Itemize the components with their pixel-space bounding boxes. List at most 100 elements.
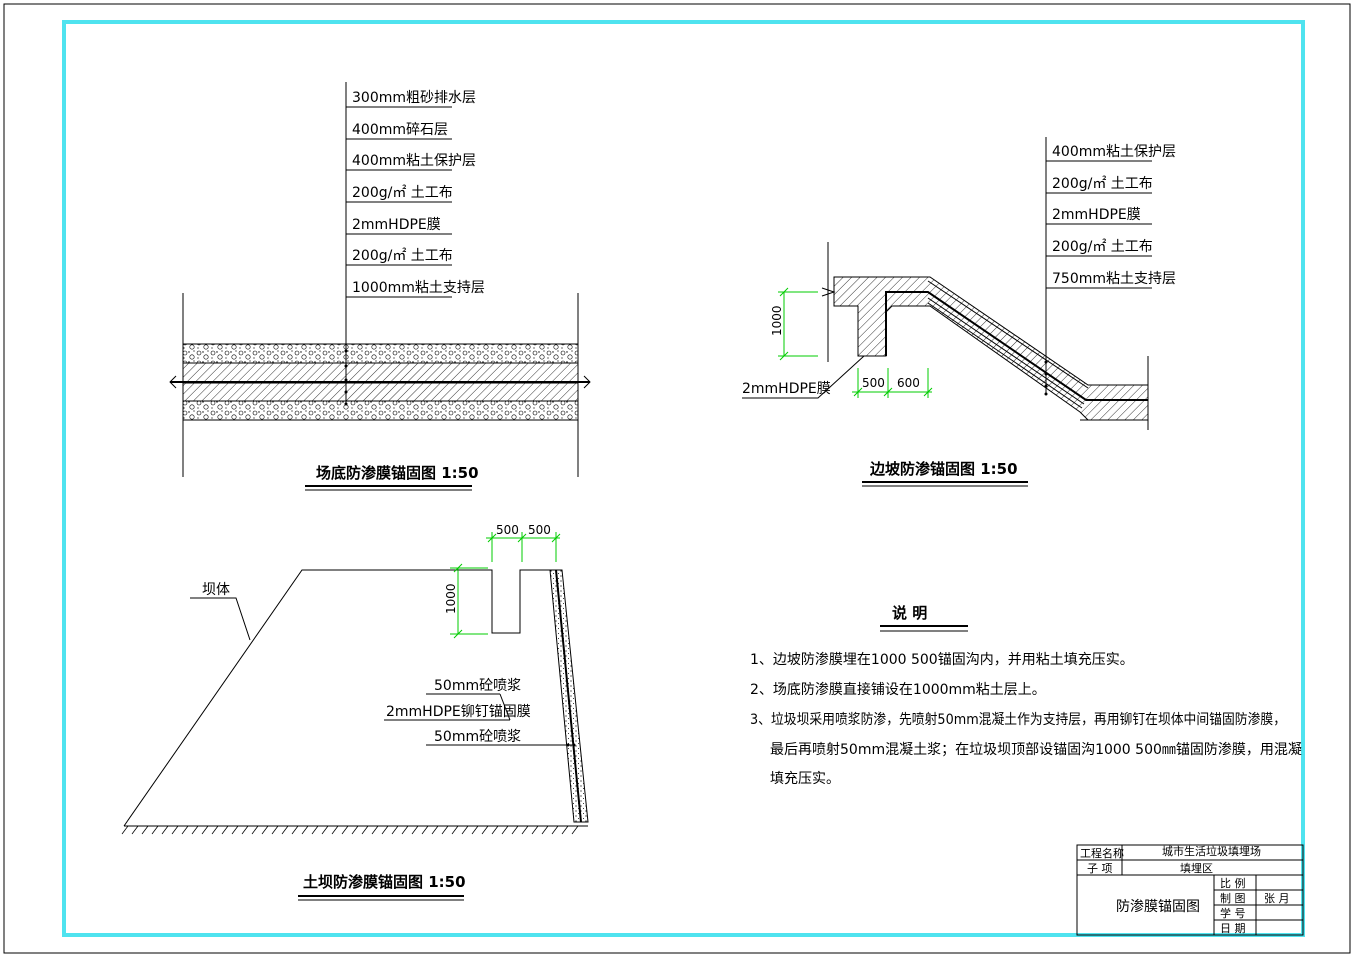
floor-layer-4: 200g/㎡ 土工布 [352,185,453,201]
dam-dim-height [450,563,488,639]
ground-hatch-tick [241,825,249,835]
dam-anchor-detail: 500 500 1000 坝体 50mm砼喷浆 2mmHDPE铆钉锚固膜 50m… [121,523,589,901]
ground-hatch-tick [331,825,339,835]
floor-layer-3: 400mm粘土保护层 [352,153,476,169]
ground-hatch-tick [261,825,269,835]
ground-hatch-tick [441,825,449,835]
notes-heading: 说 明 [892,604,927,622]
dam-dim-b: 500 [528,523,551,537]
note-4: 最后再喷射50mm混凝土浆；在垃圾坝顶部设锚固沟1000 500㎜锚固防渗膜，用… [770,742,1302,758]
ground-hatch-tick [411,825,419,835]
ground-hatch-tick [521,825,529,835]
slope-layer-lines [1046,160,1152,289]
tb-project-value: 城市生活垃圾填埋场 [1162,844,1261,858]
dam-dim-width [486,532,561,562]
floor-layer-6: 200g/㎡ 土工布 [352,248,453,264]
ground-hatch-tick [251,825,259,835]
ground-hatch-tick [221,825,229,835]
ground-hatch-tick [281,825,289,835]
note-2: 2、场底防渗膜直接铺设在1000mm粘土层上。 [750,681,1046,698]
ground-hatch-tick [401,825,409,835]
ground-hatch-tick [541,825,549,835]
ground-hatch-tick [161,825,169,835]
slope-anchor-detail: 400mm粘土保护层 200g/㎡ 土工布 2mmHDPE膜 200g/㎡ 土工… [742,137,1176,487]
floor-layer-2: 400mm碎石层 [352,122,448,138]
tb-project-label: 工程名称 [1080,846,1124,860]
ground-hatch-tick [571,825,579,835]
slope-dim-width [852,368,933,398]
dam-layer-3: 50mm砼喷浆 [434,729,521,745]
note-5: 填充压实。 [770,771,840,787]
tb-scale-label: 比 例 [1220,876,1246,890]
slope-layer-3: 2mmHDPE膜 [1052,207,1141,223]
sheet-frame [3,3,1351,954]
dam-detail-title: 土坝防渗膜锚固图 1:50 [303,873,466,891]
ground-hatch-tick [311,825,319,835]
slope-layer-2: 200g/㎡ 土工布 [1052,176,1153,192]
tb-sub-value: 填埋区 [1180,861,1213,875]
tb-drawing-name: 防渗膜锚固图 [1116,899,1200,915]
ground-hatch-tick [481,825,489,835]
tb-student-label: 学 号 [1220,906,1246,920]
ground-hatch-tick [361,825,369,835]
ground-hatch-tick [511,825,519,835]
ground-hatch-tick [191,825,199,835]
floor-layer-lines [346,106,452,298]
ground-hatch-tick [471,825,479,835]
ground-hatch-tick [121,825,129,835]
ground-hatch-tick [501,825,509,835]
dam-body-label: 坝体 [202,582,230,598]
notes-section: 说 明 1、边坡防渗膜埋在1000 500锚固沟内，并用粘土填充压实。 2、场底… [750,604,1302,787]
slope-dim-height [778,287,818,361]
slope-detail-title: 边坡防渗锚固图 1:50 [869,460,1018,478]
slope-dim-b: 600 [897,376,920,390]
floor-layer-5: 2mmHDPE膜 [352,217,441,233]
slope-layer-1: 400mm粘土保护层 [1052,144,1176,160]
dam-layer-2: 2mmHDPE铆钉锚固膜 [386,704,531,720]
ground-hatch-tick [421,825,429,835]
tb-drawn-label: 制 图 [1220,892,1246,905]
ground-hatch-tick [381,825,389,835]
title-block: 工程名称 城市生活垃圾填埋场 子 项 填埋区 防渗膜锚固图 比 例 制 图 张 … [1076,844,1304,936]
ground-hatch-tick [341,825,349,835]
slope-layer-5: 750mm粘土支持层 [1052,271,1176,287]
slope-dim-height-label: 1000 [770,305,784,336]
ground-hatch-tick [301,825,309,835]
floor-layer-1: 300mm粗砂排水层 [352,90,476,106]
tb-drawn-value: 张 月 [1264,892,1290,905]
floor-detail-title: 场底防渗膜锚固图 1:50 [316,464,479,482]
ground-hatch-tick [141,825,149,835]
tb-date-label: 日 期 [1220,922,1246,935]
floor-anchor-detail: 300mm粗砂排水层 400mm碎石层 400mm粘土保护层 200g/㎡ 土工… [169,82,591,491]
ground-hatch-tick [551,825,559,835]
ground-hatch-tick [171,825,179,835]
ground-hatch-tick [531,825,539,835]
ground-hatch-tick [211,825,219,835]
ground-hatch-tick [231,825,239,835]
ground-hatch-tick [151,825,159,835]
dam-dim-a: 500 [496,523,519,537]
ground-hatch-tick [131,825,139,835]
ground-hatch-tick [321,825,329,835]
ground-hatch-tick [271,825,279,835]
ground-hatch-tick [461,825,469,835]
note-1: 1、边坡防渗膜埋在1000 500锚固沟内，并用粘土填充压实。 [750,652,1134,668]
ground-hatch-tick [351,825,359,835]
ground-hatch-tick [561,825,569,835]
note-3: 3、垃圾坝采用喷浆防渗，先喷射50mm混凝土作为支持层，再用铆钉在坝体中间锚固防… [750,712,1286,728]
dam-layer-1: 50mm砼喷浆 [434,678,521,694]
slope-membrane-label: 2mmHDPE膜 [742,381,831,397]
tb-sub-label: 子 项 [1087,862,1113,875]
ground-hatch-tick [491,825,499,835]
ground-hatch-tick [291,825,299,835]
ground-hatch-tick [451,825,459,835]
slope-dim-a: 500 [862,376,885,390]
ground-hatch-tick [391,825,399,835]
dam-dim-height-label: 1000 [444,583,458,614]
floor-layer-7: 1000mm粘土支持层 [352,280,485,296]
ground-hatch-tick [371,825,379,835]
ground-hatch-tick [181,825,189,835]
ground-hatch-tick [431,825,439,835]
ground-hatch-tick [201,825,209,835]
